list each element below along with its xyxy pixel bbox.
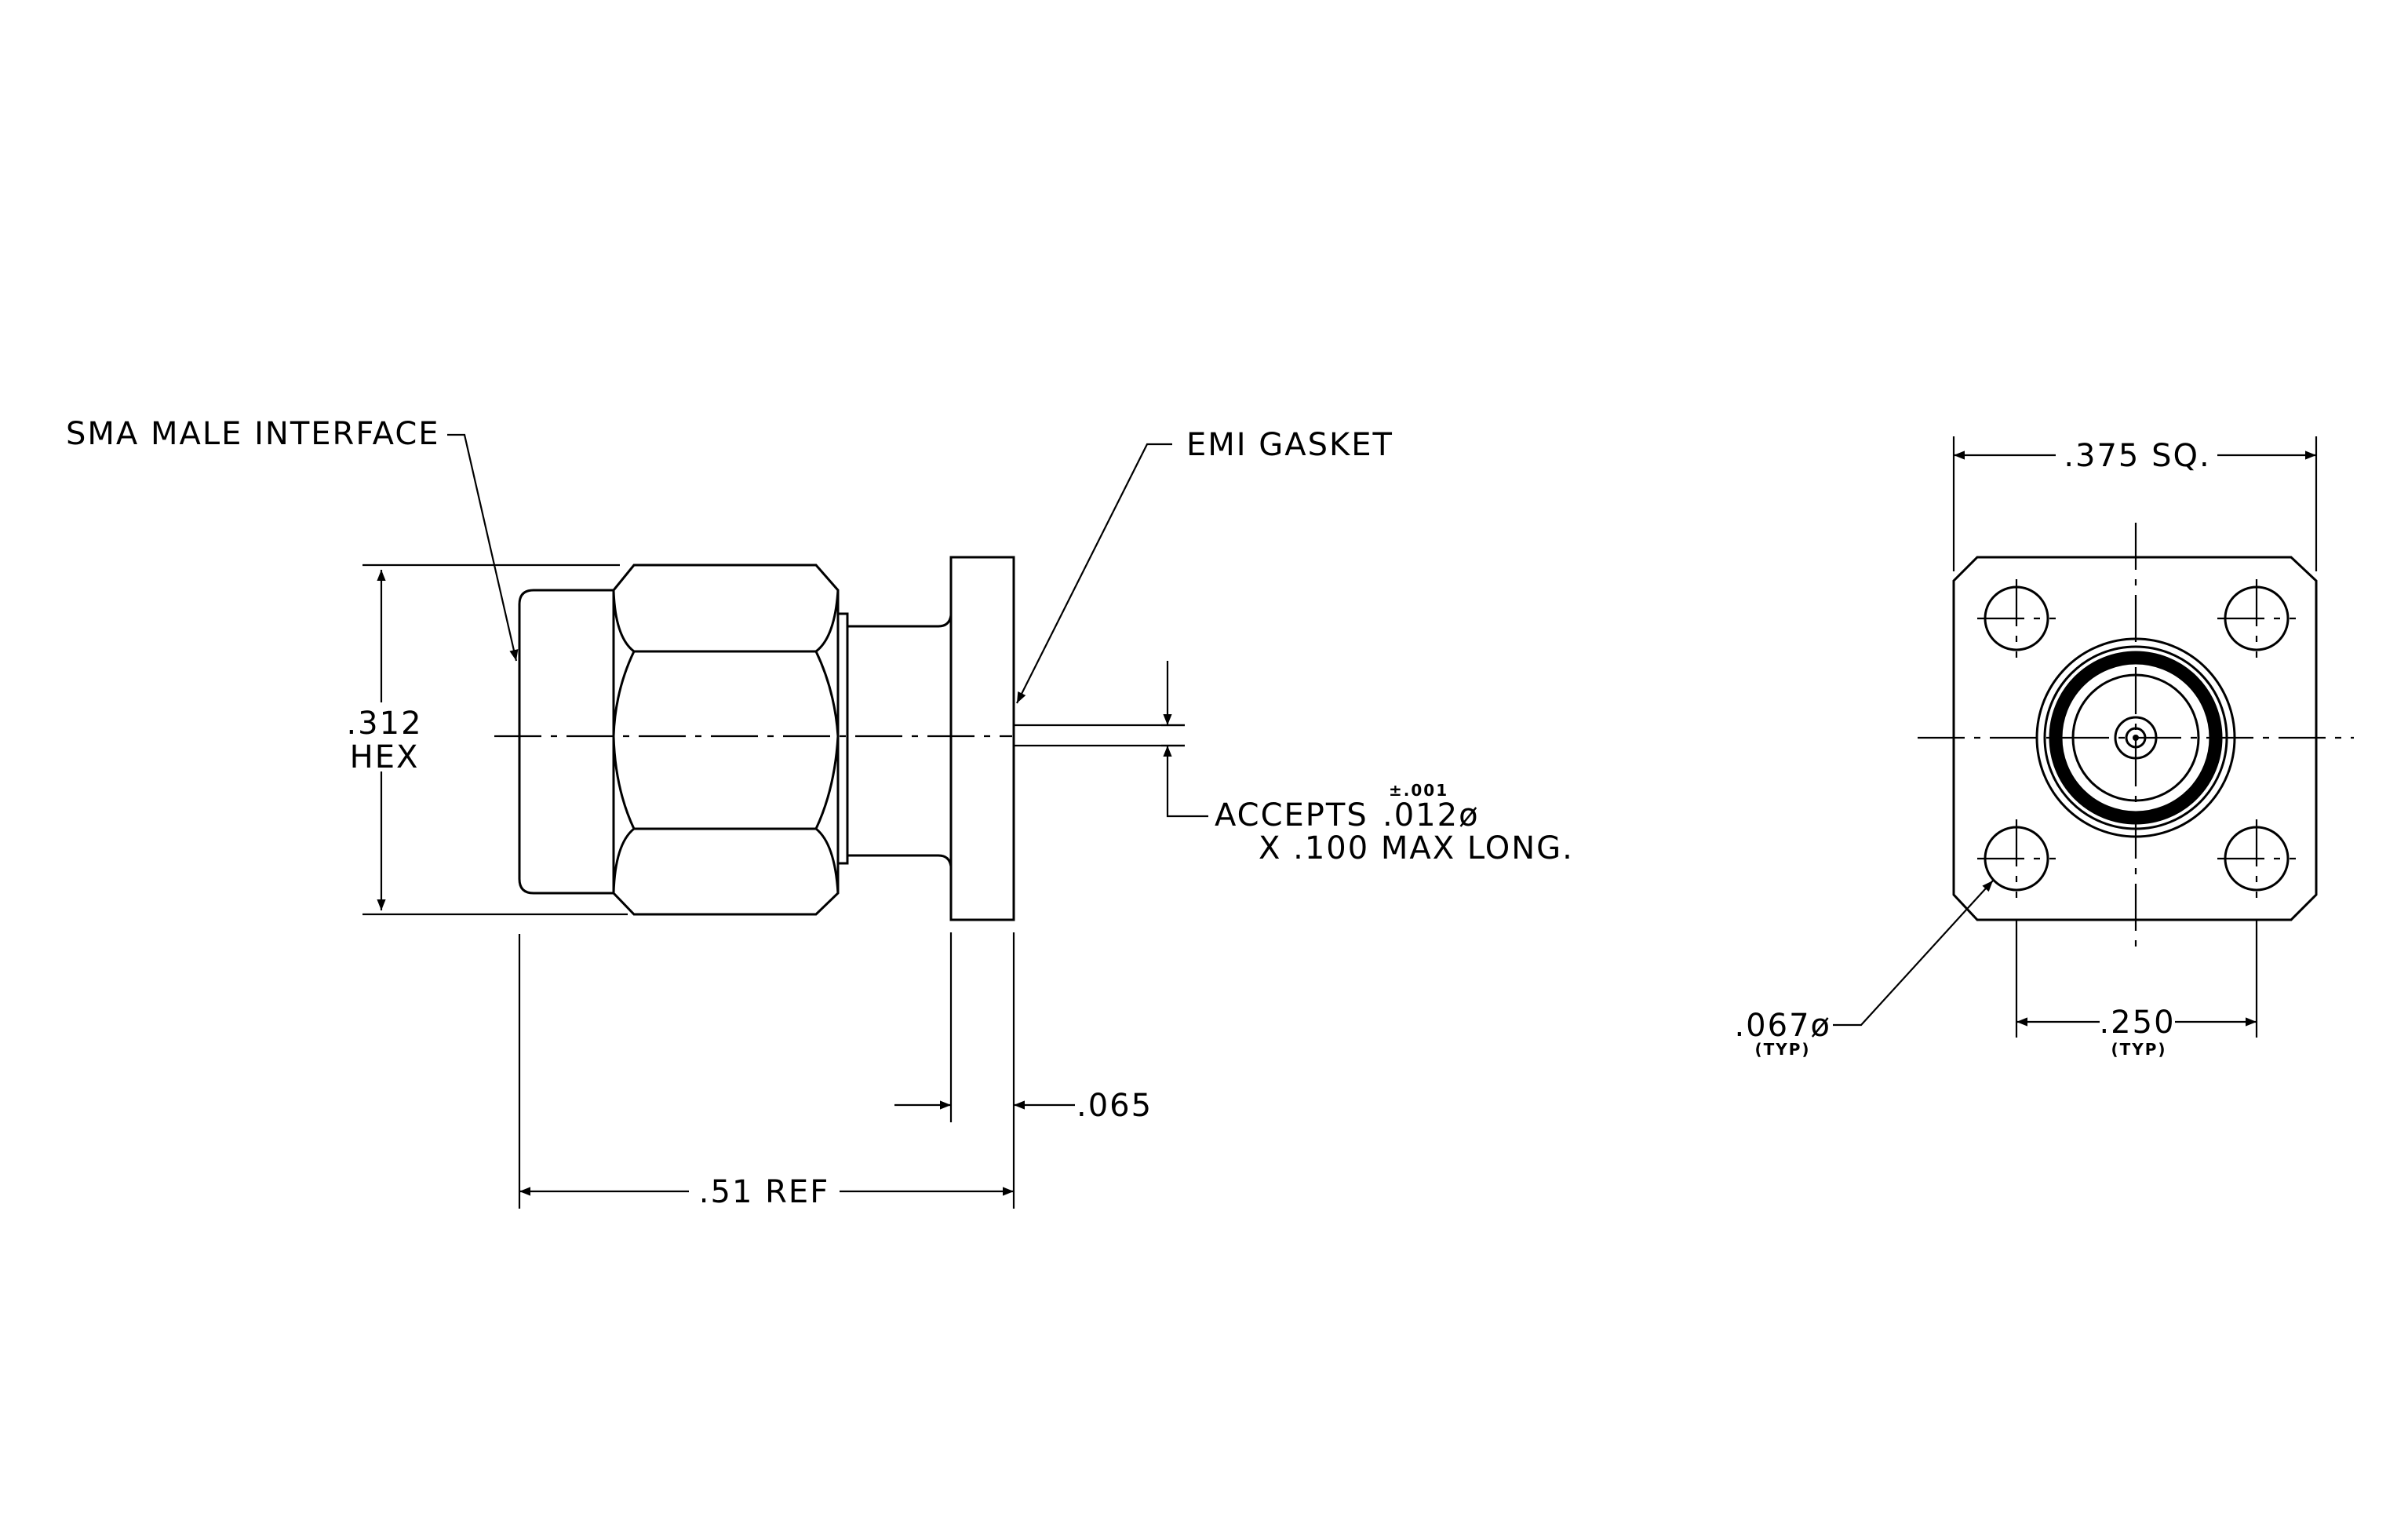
hex-dimension-unit: HEX <box>350 739 420 775</box>
hex-dimension-value: .312 <box>346 706 422 742</box>
square-dimension-value: .375 SQ. <box>2064 438 2210 474</box>
hole-spacing-value: .250 <box>2099 1005 2175 1041</box>
flange-thickness-value: .065 <box>1076 1088 1153 1124</box>
collar <box>836 612 849 865</box>
sma-interface-leader <box>447 433 519 662</box>
accepts-length-note: X .100 MAX LONG. <box>1259 830 1574 866</box>
hole-diameter-leader <box>1833 880 1994 1027</box>
hex-nut <box>612 564 840 916</box>
body-neck <box>847 615 953 867</box>
pin-dim-arrow-bottom <box>1163 746 1208 818</box>
sma-interface-callout: SMA MALE INTERFACE <box>66 416 440 452</box>
extension-lines <box>362 564 1185 1209</box>
mounting-hole-top-left <box>1977 579 2056 658</box>
coupling-nut-front <box>518 589 614 895</box>
mounting-hole-top-right <box>2217 579 2296 658</box>
accepts-prefix: ACCEPTS <box>1215 797 1368 833</box>
flange <box>949 556 1015 921</box>
flange-square <box>1952 556 2318 921</box>
contact-pin <box>1014 724 1185 747</box>
connector-face <box>2035 637 2236 838</box>
emi-gasket-leader <box>1016 443 1172 704</box>
mounting-hole-bottom-left <box>1977 819 2056 898</box>
hole-diameter-note: (TYP) <box>1754 1040 1810 1059</box>
emi-gasket-callout: EMI GASKET <box>1186 427 1393 463</box>
accepts-tolerance: ±.001 <box>1389 781 1448 800</box>
side-view: .312 HEX SMA MALE INTERFACE EMI GASKET A… <box>66 416 1574 1210</box>
accepts-value: .012ø <box>1383 797 1480 833</box>
overall-length-value: .51 REF <box>699 1174 829 1210</box>
hole-diameter-value: .067ø <box>1734 1008 1831 1044</box>
mounting-hole-bottom-right <box>2217 819 2296 898</box>
hole-spacing-note: (TYP) <box>2111 1040 2166 1059</box>
end-view: .375 SQ. .250 (TYP) .067ø (TYP) <box>1734 436 2354 1059</box>
